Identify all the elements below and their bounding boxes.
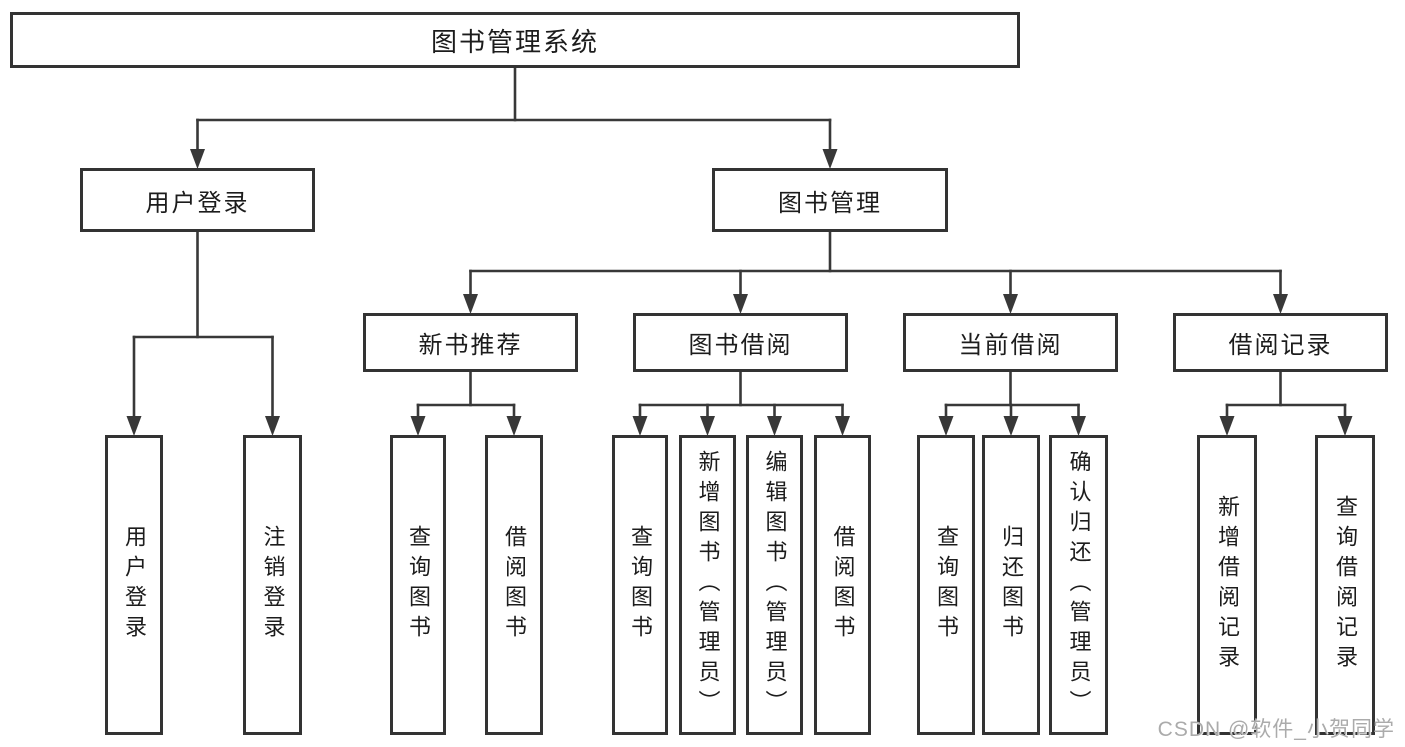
node-leaf-cur-confirm: 确认归还（管理员） [1049,435,1108,735]
node-leaf-cur-query: 查询图书 [917,435,975,735]
node-label: 新书推荐 [418,332,523,359]
node-label: 图书管理系统 [430,26,599,57]
arrowhead-icon [190,149,205,169]
node-label: 用户登录 [122,525,147,645]
arrowhead-icon [126,416,142,436]
node-label: 编辑图书（管理员） [762,450,788,720]
arrowhead-icon [938,416,954,436]
node-leaf-bw-query: 查询图书 [612,435,668,735]
node-current-borrow: 当前借阅 [903,313,1118,372]
arrowhead-icon [410,416,426,436]
node-label: 图书管理 [778,189,882,217]
arrowhead-icon [1219,416,1235,436]
node-book-mgmt: 图书管理 [712,168,948,232]
node-label: 当前借阅 [958,332,1063,359]
arrowhead-icon [700,416,715,436]
node-label: 图书借阅 [688,332,793,359]
node-leaf-nb-borrow: 借阅图书 [485,435,543,735]
node-borrow-records: 借阅记录 [1173,313,1388,372]
node-label: 查询图书 [628,525,653,645]
arrowhead-icon [835,416,850,436]
arrowhead-icon [1273,294,1288,314]
node-label: 新增借阅记录 [1215,495,1240,675]
node-label: 用户登录 [145,189,250,217]
node-leaf-bw-borrow: 借阅图书 [814,435,871,735]
node-leaf-bw-edit: 编辑图书（管理员） [746,435,803,735]
node-user-login: 用户登录 [80,168,315,232]
node-label: 注销登录 [260,525,286,645]
node-label: 查询借阅记录 [1333,495,1358,675]
arrowhead-icon [822,149,838,169]
arrowhead-icon [632,416,648,436]
node-label: 新增图书（管理员） [695,450,721,720]
node-leaf-nb-query: 查询图书 [390,435,446,735]
arrowhead-icon [733,294,748,314]
arrowhead-icon [463,294,478,314]
arrowhead-icon [1071,416,1086,436]
node-leaf-rec-add: 新增借阅记录 [1197,435,1257,735]
node-label: 借阅记录 [1228,332,1333,359]
node-label: 确认归还（管理员） [1066,450,1092,720]
node-label: 归还图书 [999,525,1024,645]
arrowhead-icon [1337,416,1353,436]
arrowhead-icon [1003,416,1019,436]
node-leaf-cur-return: 归还图书 [982,435,1040,735]
node-label: 借阅图书 [830,525,856,645]
node-label: 借阅图书 [502,525,527,645]
node-book-borrow: 图书借阅 [633,313,848,372]
arrowhead-icon [767,416,782,436]
node-leaf-user-login: 用户登录 [105,435,163,735]
node-new-book-rec: 新书推荐 [363,313,578,372]
arrowhead-icon [265,416,280,436]
node-leaf-logout: 注销登录 [243,435,302,735]
arrowhead-icon [506,416,522,436]
node-root: 图书管理系统 [10,12,1020,68]
node-label: 查询图书 [934,525,959,645]
node-label: 查询图书 [406,525,431,645]
arrowhead-icon [1003,294,1018,314]
node-leaf-rec-query: 查询借阅记录 [1315,435,1375,735]
node-leaf-bw-add: 新增图书（管理员） [679,435,736,735]
